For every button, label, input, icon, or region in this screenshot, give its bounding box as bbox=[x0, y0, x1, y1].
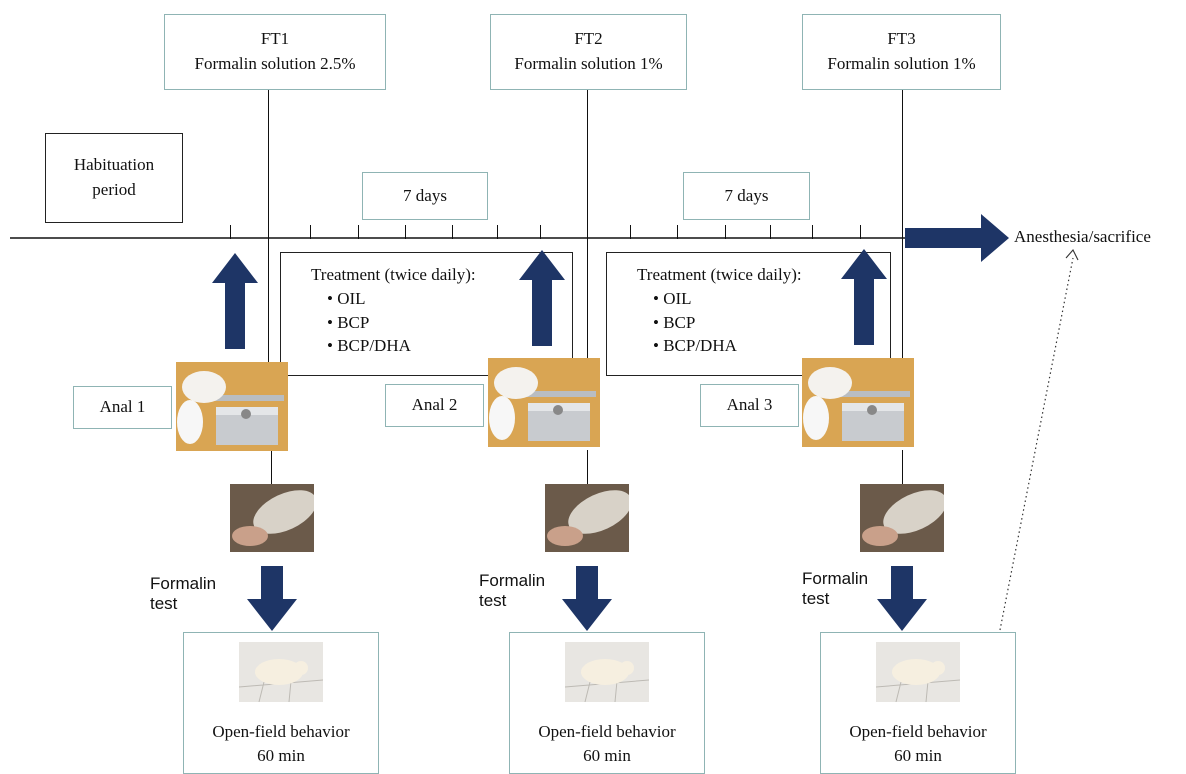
treatment-box-1: Treatment (twice daily): OIL BCP BCP/DHA bbox=[280, 252, 573, 376]
ft1-box: FT1 Formalin solution 2.5% bbox=[164, 14, 386, 90]
down-arrow-icon bbox=[877, 566, 927, 631]
ft1-vertical-line-lower bbox=[271, 450, 273, 485]
interval-label-1: 7 days bbox=[403, 185, 447, 205]
formalin-test-label-1: Formalin test bbox=[150, 574, 216, 615]
open-field-line2: 60 min bbox=[257, 746, 305, 766]
treatment-title: Treatment (twice daily): bbox=[637, 265, 802, 284]
treatment-list: OIL BCP BCP/DHA bbox=[311, 287, 572, 358]
treatment-box-2: Treatment (twice daily): OIL BCP BCP/DHA bbox=[606, 252, 891, 376]
formalin-test-line1: Formalin bbox=[479, 571, 546, 590]
treatment-item: OIL bbox=[311, 287, 572, 311]
ft3-solution: Formalin solution 1% bbox=[827, 54, 976, 73]
ft1-vertical-line bbox=[268, 90, 270, 365]
up-arrow-icon bbox=[212, 253, 258, 349]
treatment-list: OIL BCP BCP/DHA bbox=[637, 287, 890, 358]
interval-label-2: 7 days bbox=[724, 185, 769, 205]
timeline-tick bbox=[230, 225, 232, 239]
dotted-connector-head bbox=[1065, 249, 1079, 261]
open-field-box-1: Open-field behavior 60 min bbox=[183, 632, 379, 774]
timeline-tick bbox=[812, 225, 814, 239]
treatment-item: BCP bbox=[637, 311, 890, 335]
ft3-vertical-line bbox=[902, 90, 904, 365]
timeline-tick bbox=[677, 225, 679, 239]
rat-paw-injection-photo bbox=[860, 484, 944, 552]
timeline-tick bbox=[770, 225, 772, 239]
anal2-box: Anal 2 bbox=[385, 384, 484, 427]
timeline-tick bbox=[310, 225, 312, 239]
open-field-line1: Open-field behavior bbox=[538, 721, 676, 741]
down-arrow-icon bbox=[247, 566, 297, 631]
anal2-label: Anal 2 bbox=[411, 395, 458, 415]
formalin-test-line2: test bbox=[479, 591, 507, 611]
endpoint-label: Anesthesia/sacrifice bbox=[1014, 227, 1151, 246]
anal1-box: Anal 1 bbox=[73, 386, 172, 429]
open-field-line2: 60 min bbox=[583, 746, 631, 766]
anal3-box: Anal 3 bbox=[700, 384, 799, 427]
treatment-title: Treatment (twice daily): bbox=[311, 265, 476, 284]
ft2-title: FT2 bbox=[574, 29, 603, 49]
open-field-line2: 60 min bbox=[894, 746, 942, 766]
rat-open-field-photo bbox=[876, 641, 960, 702]
ft3-box: FT3 Formalin solution 1% bbox=[802, 14, 1001, 90]
anal1-label: Anal 1 bbox=[99, 397, 146, 417]
habituation-line2: period bbox=[92, 180, 136, 199]
formalin-test-line2: test bbox=[802, 589, 830, 609]
ft2-vertical-line bbox=[587, 90, 589, 365]
open-field-box-2: Open-field behavior 60 min bbox=[509, 632, 705, 774]
right-arrow-icon bbox=[905, 214, 1009, 262]
timeline-tick bbox=[725, 225, 727, 239]
ft2-box: FT2 Formalin solution 1% bbox=[490, 14, 687, 90]
open-field-line1: Open-field behavior bbox=[849, 721, 987, 741]
habituation-line1: Habituation bbox=[73, 155, 155, 175]
ft3-vertical-line-lower bbox=[902, 450, 904, 485]
formalin-test-label-2: Formalin test bbox=[479, 571, 545, 612]
habituation-box: Habituation period bbox=[45, 133, 183, 223]
ft1-title: FT1 bbox=[260, 29, 290, 49]
anal3-label: Anal 3 bbox=[726, 395, 773, 415]
rat-open-field-photo bbox=[565, 641, 649, 702]
formalin-test-line2: test bbox=[150, 594, 178, 614]
treatment-item: BCP bbox=[311, 311, 572, 335]
interval-box-1: 7 days bbox=[362, 172, 488, 220]
timeline-tick bbox=[630, 225, 632, 239]
rat-analgesimeter-photo bbox=[488, 358, 600, 447]
ft2-solution: Formalin solution 1% bbox=[514, 54, 663, 73]
up-arrow-icon bbox=[841, 249, 887, 345]
treatment-item: OIL bbox=[637, 287, 890, 311]
open-field-box-3: Open-field behavior 60 min bbox=[820, 632, 1016, 774]
ft2-vertical-line-lower bbox=[587, 450, 589, 485]
rat-open-field-photo bbox=[239, 641, 323, 702]
formalin-test-line1: Formalin bbox=[150, 574, 217, 593]
rat-analgesimeter-photo bbox=[802, 358, 914, 447]
rat-paw-injection-photo bbox=[545, 484, 629, 552]
timeline-tick bbox=[452, 225, 454, 239]
timeline-tick bbox=[405, 225, 407, 239]
up-arrow-icon bbox=[519, 250, 565, 346]
ft3-title: FT3 bbox=[887, 29, 916, 49]
timeline-tick bbox=[860, 225, 862, 239]
open-field-line1: Open-field behavior bbox=[212, 721, 350, 741]
rat-paw-injection-photo bbox=[230, 484, 314, 552]
timeline-tick bbox=[358, 225, 360, 239]
treatment-item: BCP/DHA bbox=[311, 334, 572, 358]
ft1-solution: Formalin solution 2.5% bbox=[194, 54, 356, 73]
formalin-test-line1: Formalin bbox=[802, 569, 869, 588]
timeline-tick bbox=[497, 225, 499, 239]
treatment-item: BCP/DHA bbox=[637, 334, 890, 358]
rat-analgesimeter-photo bbox=[176, 362, 288, 451]
interval-box-2: 7 days bbox=[683, 172, 810, 220]
timeline-tick bbox=[540, 225, 542, 239]
down-arrow-icon bbox=[562, 566, 612, 631]
dotted-connector bbox=[999, 257, 1074, 631]
formalin-test-label-3: Formalin test bbox=[802, 569, 868, 610]
